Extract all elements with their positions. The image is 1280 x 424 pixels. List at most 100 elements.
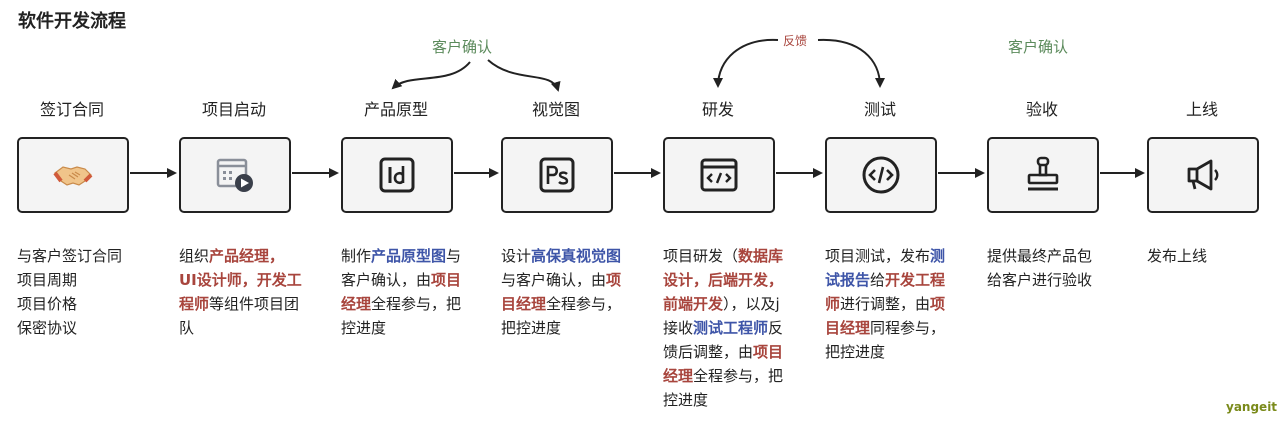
desc-text: 控进度 [663, 391, 709, 409]
desc-highlight: 产品经理， [209, 247, 285, 265]
stage-label-kickoff: 项目启动 [201, 100, 266, 119]
desc-highlight: 程师 [179, 295, 210, 313]
confirm-arrow-right [487, 59, 561, 92]
desc-text: 馈后调整，由 [663, 343, 754, 361]
desc-line: 把控进度 [501, 316, 641, 340]
stage-box-acceptance [987, 137, 1099, 213]
desc-highlight: 师 [825, 295, 841, 313]
desc-text: 保密协议 [17, 319, 78, 337]
stage-desc-visual: 设计高保真视觉图与客户确认，由项目经理全程参与，把控进度 [501, 244, 641, 340]
stage-label-acceptance: 验收 [1025, 100, 1058, 119]
desc-line: UI设计师，开发工 [179, 268, 319, 292]
desc-line: 控进度 [663, 388, 803, 412]
desc-line: 项目测试，发布测 [825, 244, 965, 268]
stage-box-launch [1147, 137, 1259, 213]
desc-line: 发布上线 [1147, 244, 1280, 268]
desc-text: 进行调整，由 [840, 295, 931, 313]
feedback-arrow-left [713, 38, 779, 88]
stage-desc-kickoff: 组织产品经理，UI设计师，开发工程师等组件项目团队 [179, 244, 319, 340]
customer-confirm-annotation-acceptance: 客户确认 [1008, 38, 1069, 56]
desc-line: 保密协议 [17, 316, 157, 340]
feedback-annotation: 反馈 [783, 34, 808, 48]
stage-box-testing [825, 137, 937, 213]
desc-line: 给客户进行验收 [987, 268, 1127, 292]
desc-line: 目经理同程参与， [825, 316, 965, 340]
desc-highlight: 项 [930, 295, 946, 313]
desc-line: 把控进度 [825, 340, 965, 364]
desc-line: 与客户签订合同 [17, 244, 157, 268]
desc-text: 提供最终产品包 [987, 247, 1093, 265]
desc-line: 控进度 [341, 316, 481, 340]
page-title: 软件开发流程 [18, 11, 126, 32]
calendar-play-icon [216, 158, 253, 192]
stage-box-contract [17, 137, 129, 213]
desc-highlight: 数据库 [738, 247, 784, 265]
desc-line: 程师等组件项目团 [179, 292, 319, 316]
desc-highlight: UI设计师，开发工 [179, 271, 302, 289]
stage-desc-acceptance: 提供最终产品包给客户进行验收 [987, 244, 1127, 292]
stage-desc-contract: 与客户签订合同项目周期项目价格保密协议 [17, 244, 157, 340]
desc-text: 等组件项目团 [209, 295, 300, 313]
desc-highlight: 产品原型图 [371, 247, 447, 265]
code-window-icon [700, 158, 738, 192]
desc-line: 组织产品经理， [179, 244, 319, 268]
megaphone-icon [1187, 159, 1219, 191]
desc-text: 项目研发（ [663, 247, 739, 265]
desc-text: 发布上线 [1147, 247, 1208, 265]
stage-desc-launch: 发布上线 [1147, 244, 1280, 268]
customer-confirm-annotation: 客户确认 [432, 38, 493, 56]
stage-box-kickoff [179, 137, 291, 213]
desc-text: 项目测试，发布 [825, 247, 931, 265]
desc-highlight: 开发工程 [885, 271, 946, 289]
desc-text: 与客户确认，由 [501, 271, 607, 289]
desc-text: 全程参与，把 [371, 295, 462, 313]
desc-highlight: 项 [606, 271, 622, 289]
desc-line: 项目价格 [17, 292, 157, 316]
desc-text: 客户确认，由 [341, 271, 432, 289]
desc-line: 师进行调整，由项 [825, 292, 965, 316]
indesign-icon [379, 157, 415, 193]
desc-highlight: 目经理 [501, 295, 547, 313]
desc-line: 经理全程参与，把 [663, 364, 803, 388]
desc-text: 项目周期 [17, 271, 78, 289]
stage-label-contract: 签订合同 [39, 100, 104, 119]
stage-desc-prototype: 制作产品原型图与客户确认，由项目经理全程参与，把控进度 [341, 244, 481, 340]
desc-text: 把控进度 [501, 319, 562, 337]
desc-text: 组织 [179, 247, 210, 265]
stamp-icon [1027, 156, 1059, 191]
desc-line: 设计，后端开发， [663, 268, 803, 292]
desc-text: 队 [179, 319, 195, 337]
desc-highlight: 经理 [663, 367, 694, 385]
stage-desc-testing: 项目测试，发布测试报告给开发工程师进行调整，由项目经理同程参与，把控进度 [825, 244, 965, 364]
confirm-arrow-left [391, 61, 471, 90]
photoshop-icon [539, 157, 575, 193]
handshake-icon [53, 166, 93, 186]
desc-text: 与 [446, 247, 462, 265]
stage-label-launch: 上线 [1185, 100, 1218, 119]
desc-line: 队 [179, 316, 319, 340]
desc-text: 项目价格 [17, 295, 78, 313]
desc-highlight: 项目 [753, 343, 784, 361]
desc-line: 项目周期 [17, 268, 157, 292]
desc-highlight: 测 [930, 247, 946, 265]
desc-highlight: 项目 [431, 271, 462, 289]
desc-highlight: 前端开发 [663, 295, 724, 313]
desc-highlight: 经理 [341, 295, 372, 313]
desc-line: 项目研发（数据库 [663, 244, 803, 268]
desc-highlight: 测试工程师 [693, 319, 769, 337]
desc-line: 经理全程参与，把 [341, 292, 481, 316]
stage-box-development [663, 137, 775, 213]
desc-highlight: 目经理 [825, 319, 871, 337]
desc-line: 设计高保真视觉图 [501, 244, 641, 268]
watermark-logo: yangeit [1226, 400, 1278, 414]
desc-text: 制作 [341, 247, 372, 265]
desc-line: 客户确认，由项目 [341, 268, 481, 292]
desc-line: 前端开发），以及j [663, 292, 803, 316]
desc-line: 与客户确认，由项 [501, 268, 641, 292]
desc-text: 全程参与，把 [693, 367, 784, 385]
desc-text: 控进度 [341, 319, 387, 337]
desc-text: ），以及j [723, 295, 780, 313]
stage-box-prototype [341, 137, 453, 213]
code-circle-icon [862, 156, 900, 194]
